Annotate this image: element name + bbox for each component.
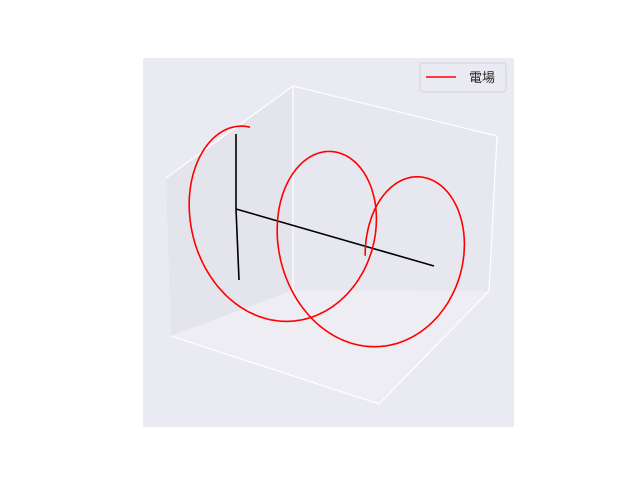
legend-box bbox=[419, 62, 507, 93]
reference-line-2 bbox=[235, 208, 240, 281]
legend: 電場 bbox=[419, 62, 507, 93]
pane-floor bbox=[171, 290, 489, 404]
reference-line-1 bbox=[235, 208, 435, 267]
legend-label-0: 電場 bbox=[469, 71, 495, 86]
pane-floor-edge bbox=[170, 290, 490, 405]
pane-left bbox=[166, 86, 293, 336]
series-layer bbox=[188, 125, 466, 348]
reference-lines bbox=[235, 134, 435, 281]
pane-right-edge bbox=[488, 135, 498, 292]
pane-edges bbox=[165, 85, 498, 405]
series-line-0 bbox=[188, 125, 466, 348]
